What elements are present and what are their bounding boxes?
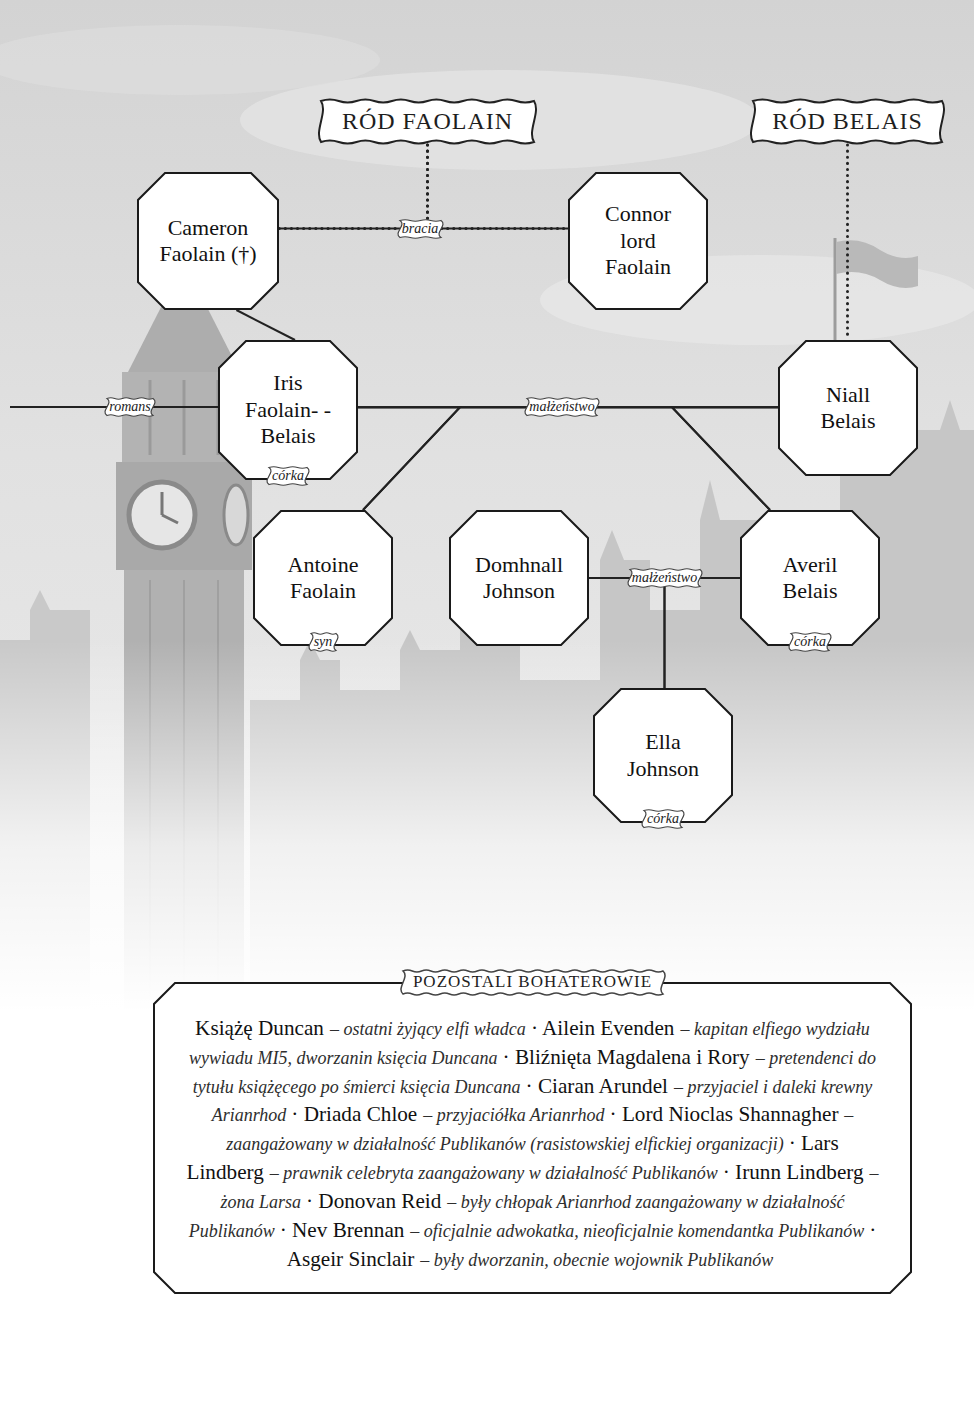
person-box: Averil Belais córka — [740, 510, 880, 646]
tower-detail — [149, 380, 152, 455]
tag-box: małżeństwo — [521, 397, 603, 417]
wavy-border — [400, 970, 664, 995]
tag-box: córka — [263, 466, 313, 486]
house-banner: RÓD FAOLAIN — [315, 98, 540, 145]
person-name: Averil Belais — [760, 552, 860, 605]
tag-box: małżeństwo — [624, 568, 706, 588]
family-line — [589, 578, 665, 688]
tag-box: bracia — [394, 219, 447, 239]
wavy-border — [751, 100, 944, 144]
wavy-border — [642, 810, 684, 829]
wavy-border — [525, 398, 599, 417]
wavy-border — [105, 398, 155, 417]
character-name: · Ailein Evenden — [531, 1016, 675, 1040]
dotted-lineage-line — [279, 145, 428, 229]
person-name: Connor lord Faolain — [592, 201, 684, 280]
wavy-border — [627, 569, 701, 588]
wavy-border — [267, 467, 309, 486]
characters-panel: POZOSTALI BOHATEROWIEKsiążę Duncan– osta… — [153, 982, 912, 1294]
person-box: Connor lord Faolain — [568, 172, 708, 310]
tag-text: syn — [314, 634, 333, 649]
house-name: RÓD FAOLAIN — [342, 108, 513, 135]
person-name: Domhnall Johnson — [464, 552, 574, 605]
clock-stage — [116, 462, 252, 570]
character-name: · Ciaran Arundel — [526, 1074, 668, 1098]
tag-box: córka — [785, 632, 835, 652]
wavy-border — [397, 219, 442, 238]
family-line — [358, 407, 770, 510]
cloud — [0, 25, 380, 95]
octagon-border — [779, 341, 917, 475]
person-box: Domhnall Johnson — [449, 510, 589, 646]
tag-text: romans — [109, 399, 151, 414]
octagon-border — [741, 511, 879, 645]
clock-face-side — [224, 485, 248, 545]
person-box: Iris Faolain- -Belais córka — [218, 340, 358, 480]
octagon-border — [254, 511, 392, 645]
tag-text: córka — [272, 468, 304, 483]
flag — [836, 240, 918, 288]
person-box: Cameron Faolain (†) — [137, 172, 279, 310]
character-name: · Donovan Reid — [306, 1189, 441, 1213]
house-banner: RÓD BELAIS — [747, 98, 948, 145]
person-box: Niall Belais — [778, 340, 918, 476]
person-box: Ella Johnson córka — [593, 688, 733, 823]
person-box: Antoine Faolain syn — [253, 510, 393, 646]
tag-text: bracia — [402, 221, 439, 236]
wavy-border — [319, 100, 536, 144]
tower-detail — [183, 380, 186, 455]
character-name: Książę Duncan — [195, 1016, 324, 1040]
octagon-border — [594, 689, 732, 822]
tag-text: małżeństwo — [632, 570, 697, 585]
family-line — [665, 578, 741, 688]
tag-text: córka — [647, 811, 679, 826]
family-line — [236, 310, 295, 340]
character-name: · Bliźnięta Magdalena i Rory — [503, 1045, 750, 1069]
tag-box: POZOSTALI BOHATEROWIE — [397, 969, 669, 996]
person-name: Iris Faolain- -Belais — [238, 370, 338, 449]
wavy-border — [789, 633, 831, 652]
family-line — [363, 407, 778, 510]
dotted-lineage-line — [428, 145, 569, 229]
clock-face — [129, 482, 195, 548]
character-name: · Nev Brennan — [280, 1218, 405, 1242]
character-description: – prawnik celebryta zaangażowany w dział… — [270, 1163, 718, 1183]
tag-box: córka — [638, 809, 688, 829]
fade-overlay — [0, 640, 974, 1012]
clock-hand — [162, 515, 178, 523]
octagon-border — [450, 511, 588, 645]
tag-text: POZOSTALI BOHATEROWIE — [413, 973, 652, 992]
character-name: · Irunn Lindberg — [723, 1160, 864, 1184]
character-description: – były dworzanin, obecnie wojownik Publi… — [420, 1250, 773, 1270]
characters-list: Książę Duncan – ostatni żyjący elfi władc… — [153, 982, 912, 1293]
tag-text: małżeństwo — [529, 399, 594, 414]
character-name: · Lord Nioclas Shannagher — [610, 1102, 839, 1126]
person-name: Ella Johnson — [613, 729, 713, 782]
octagon-border — [154, 983, 911, 1293]
clock-hand — [161, 492, 164, 515]
character-description: – oficjalnie adwokatka, nieoficjalnie ko… — [410, 1221, 864, 1241]
house-name: RÓD BELAIS — [772, 108, 923, 135]
character-description: – przyjaciółka Arianrhod — [423, 1105, 604, 1125]
character-name: · Driada Chloe — [291, 1102, 417, 1126]
tag-box: romans — [101, 397, 159, 417]
octagon-border — [569, 173, 707, 309]
character-description: – ostatni żyjący elfi władca — [330, 1019, 526, 1039]
person-name: Antoine Faolain — [273, 552, 373, 605]
octagon-border — [138, 173, 278, 309]
dotted-lineage-line — [846, 145, 849, 340]
wavy-border — [308, 633, 337, 652]
octagon-border — [219, 341, 357, 479]
person-name: Cameron Faolain (†) — [152, 215, 264, 268]
person-name: Niall Belais — [798, 382, 898, 435]
tag-text: córka — [794, 634, 826, 649]
family-line — [672, 407, 778, 510]
tag-box: syn — [305, 632, 342, 652]
